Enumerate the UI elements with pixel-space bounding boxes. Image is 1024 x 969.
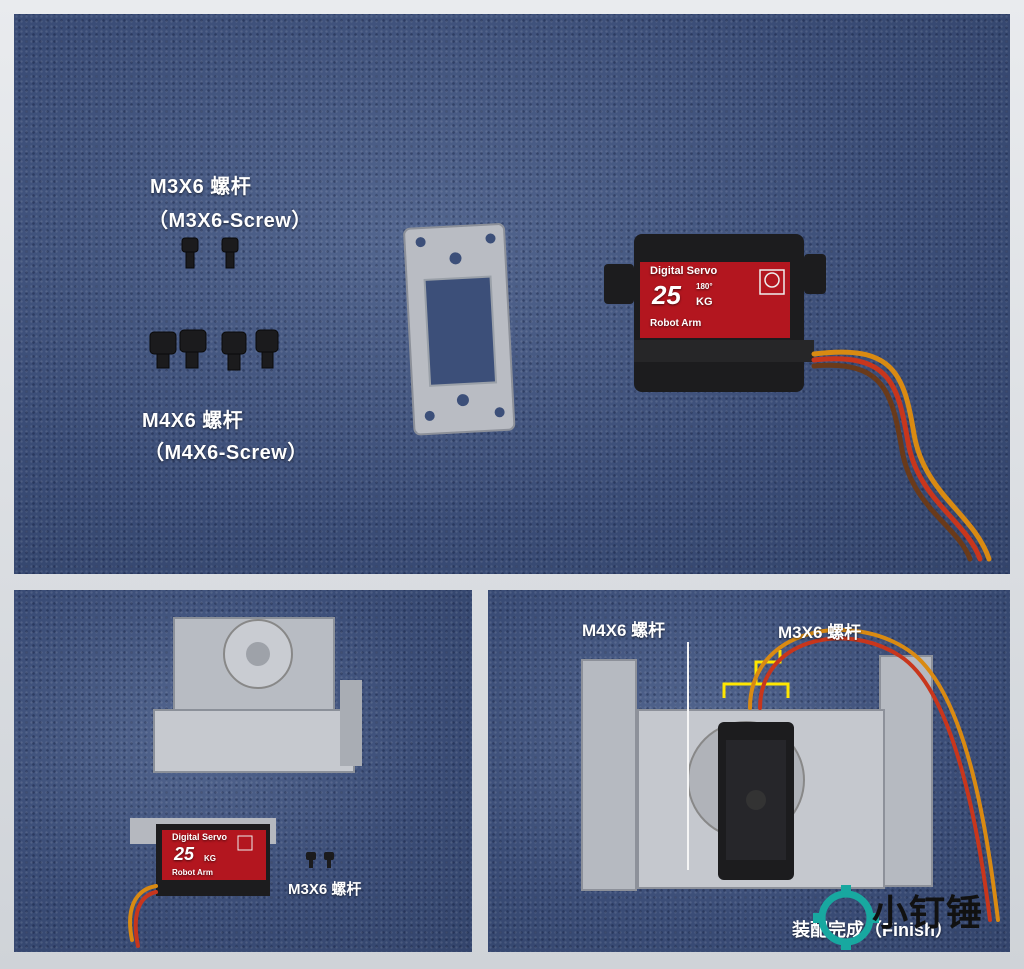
m3-screw-label-en: （M3X6-Screw）: [148, 210, 312, 232]
servo-motor-body: [604, 234, 826, 392]
m3-screw-label: M3X6 螺杆: [150, 176, 252, 198]
bottom-left-photo-panel: Digital Servo 25 KG Robot Arm M3X6 螺杆: [14, 590, 472, 952]
br-cable: [748, 628, 1000, 922]
gear-icon: [813, 885, 879, 950]
small-servo-brand: Robot Arm: [172, 868, 214, 877]
m4-screw-label: M4X6 螺杆: [142, 410, 244, 432]
bottom-right-photo-panel: M4X6 螺杆 M3X6 螺杆 装配完成（Finish）: [488, 590, 1010, 952]
bl-m3-screw-label: M3X6 螺杆: [288, 881, 362, 898]
br-m3-screw-label: M3X6 螺杆: [778, 623, 862, 642]
top-photo-panel: M3X6 螺杆 （M3X6-Screw） M4X6 螺杆 （M4X6-Screw…: [14, 14, 1010, 574]
bracket-assembly: [153, 617, 362, 773]
br-m4-screw-label: M4X6 螺杆: [582, 621, 666, 640]
small-servo-number: 25: [174, 844, 195, 864]
watermark-text: 小钉锤: [872, 892, 984, 933]
servo-cable: [811, 349, 992, 562]
bottom-right-illustration: [581, 628, 1000, 922]
small-servo-title: Digital Servo: [172, 832, 228, 842]
small-servo: [130, 818, 276, 896]
servo-unit-text: KG: [696, 296, 713, 308]
servo-brand-text: Robot Arm: [650, 318, 702, 329]
servo-title-text: Digital Servo: [650, 265, 718, 277]
small-screws: [306, 852, 334, 868]
servo-angle-text: 180°: [696, 282, 713, 291]
m3-screw-pair: [181, 237, 239, 269]
mounting-plate: [403, 223, 516, 436]
small-servo-cable: [128, 884, 158, 948]
servo-number-text: 25: [652, 280, 681, 310]
bottom-left-illustration: [128, 617, 362, 948]
top-parts-illustration: [149, 223, 992, 562]
m4-screw-group: [149, 329, 279, 371]
m4-screw-label-en: （M4X6-Screw）: [144, 442, 308, 464]
watermark-logo: [813, 885, 879, 950]
small-servo-unit: KG: [204, 854, 216, 863]
mounted-servo: [718, 722, 794, 880]
